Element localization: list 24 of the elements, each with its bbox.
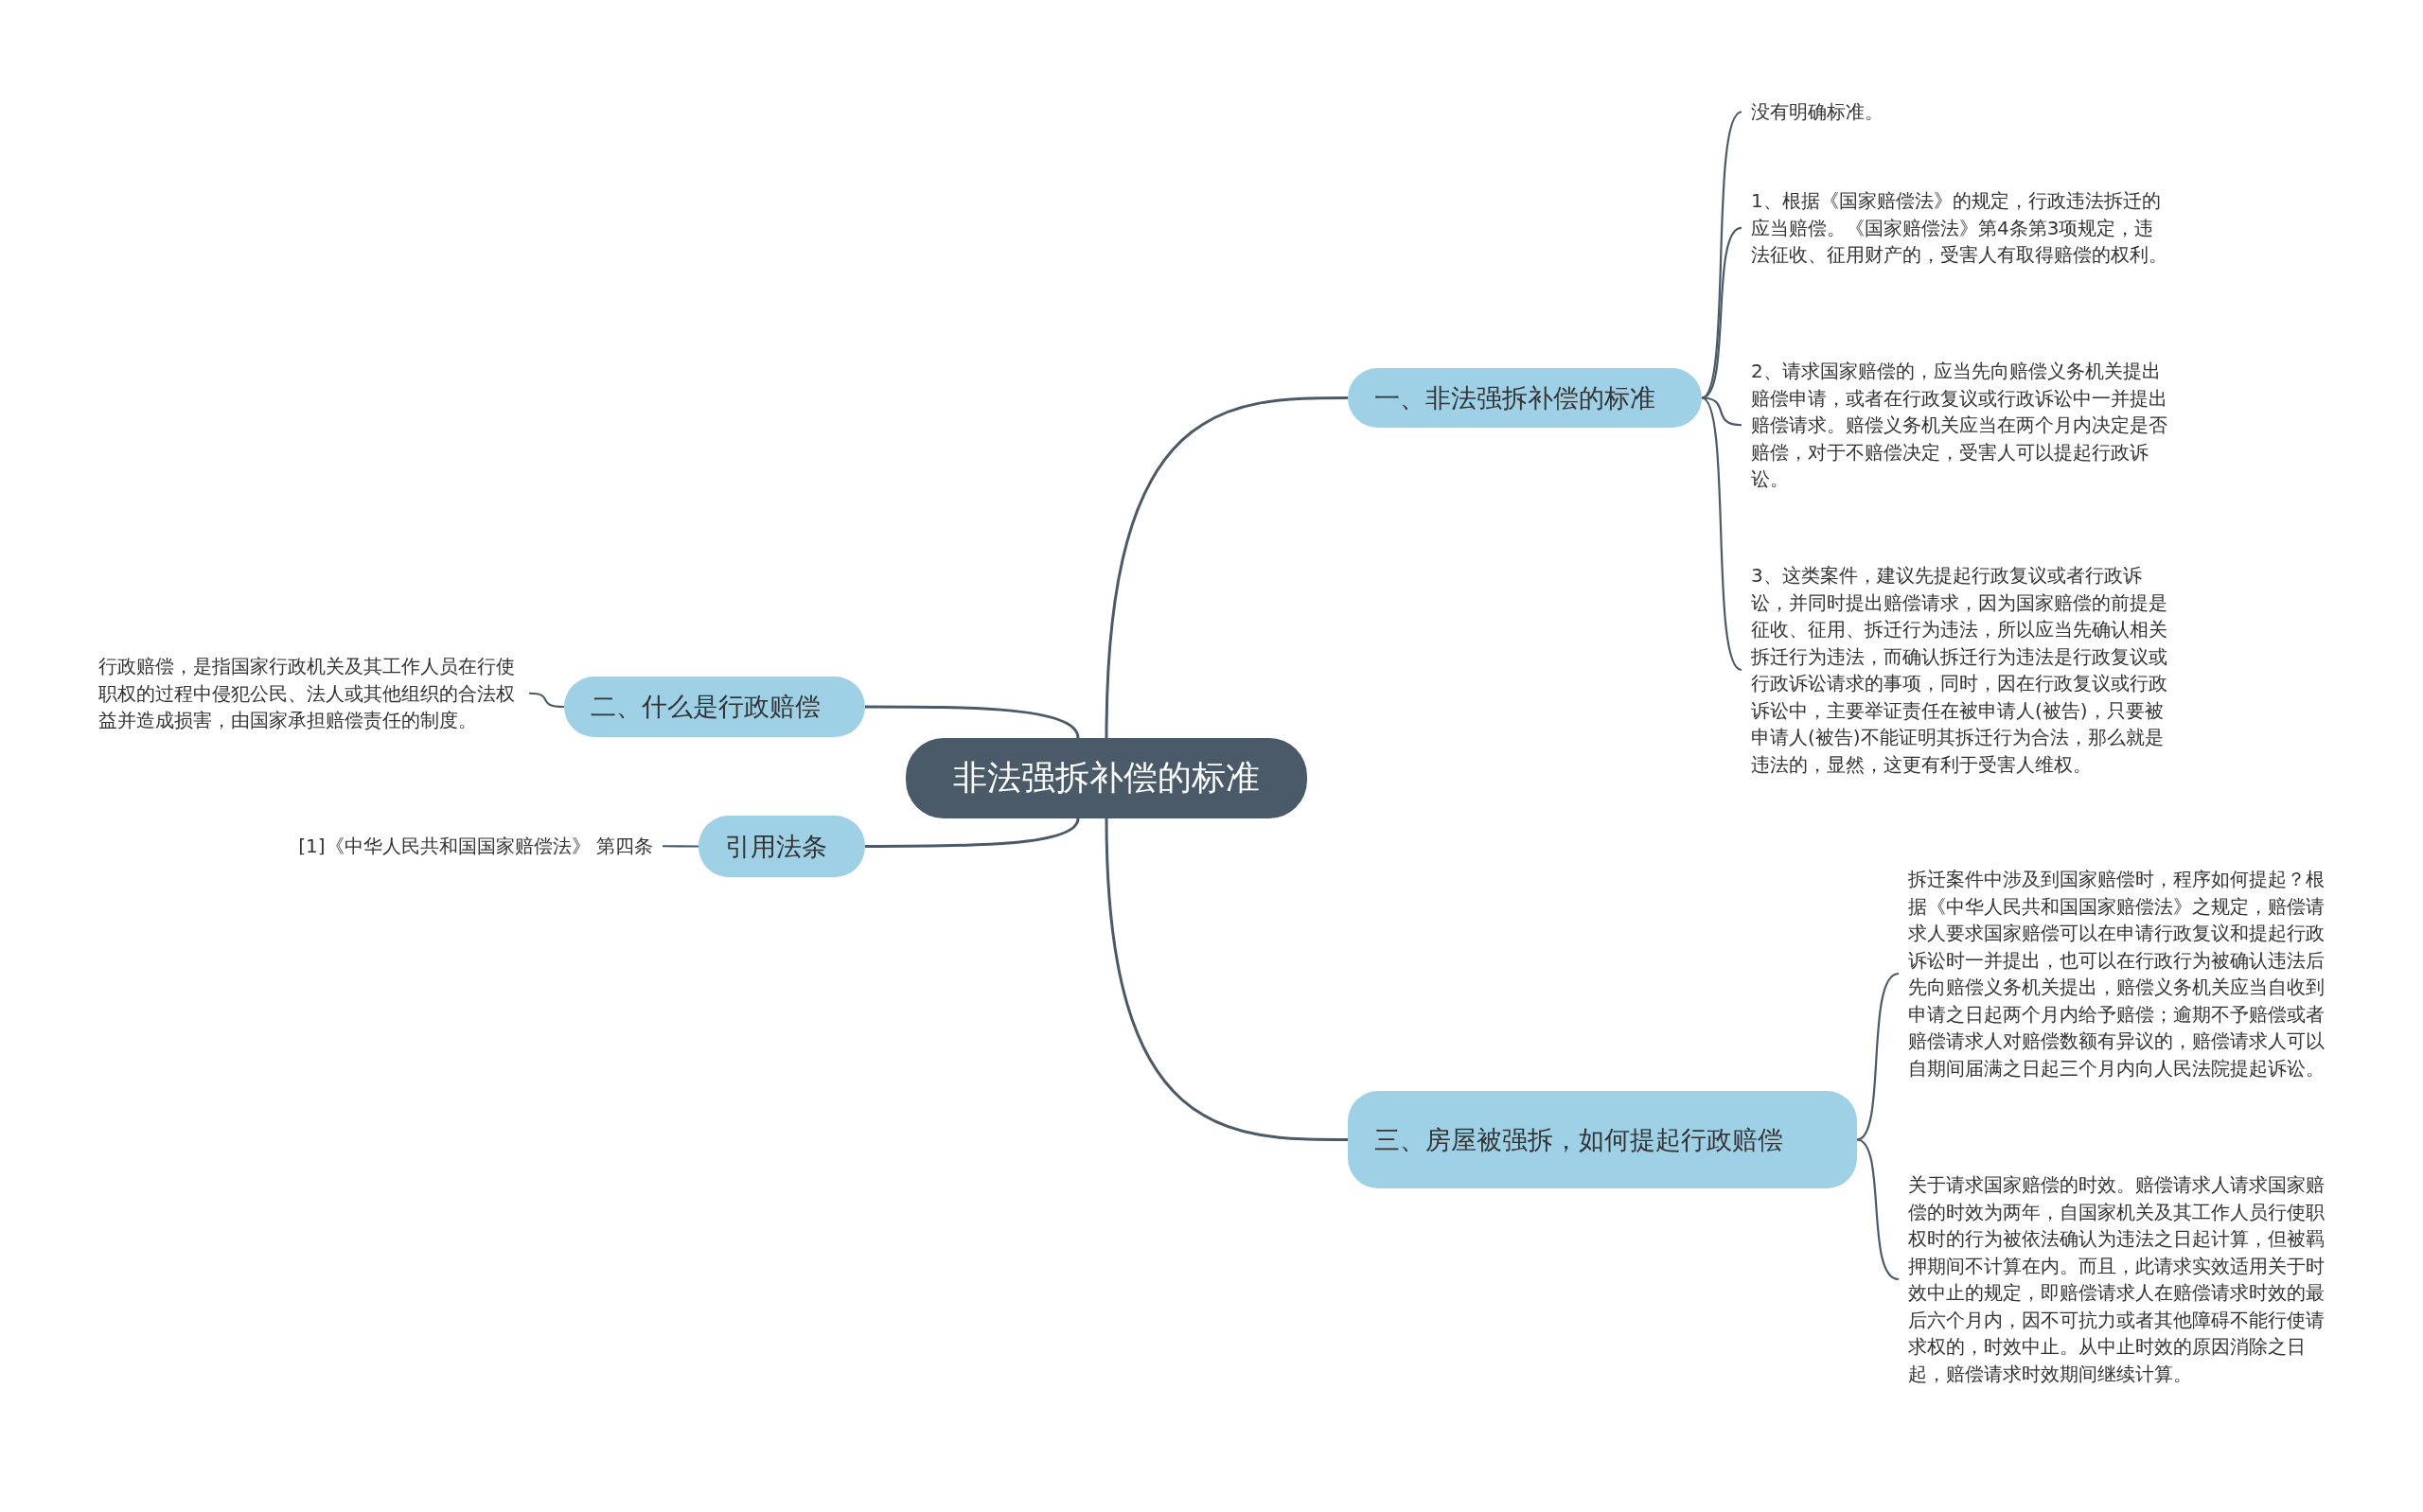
- note-text: 没有明确标准。: [1751, 98, 2167, 126]
- note-text: 2、请求国家赔偿的，应当先向赔偿义务机关提出赔偿申请，或者在行政复议或行政诉讼中一并提出赔偿请求。赔偿义务机关应当在两个月内决定是否赔偿，对于不赔偿决定，受害人可以提起行政诉讼。: [1751, 358, 2167, 493]
- note-text: 关于请求国家赔偿的时效。赔偿请求人请求国家赔偿的时效为两年，自国家机关及其工作人员行使职权时的行为被依法确认为违法之日起计算，但被羁押期间不计算在内。而且，此请求实效适用关于时效中止的规定，即赔偿请求人在赔偿请求时效的最后六个月内，因不可抗力或者其他障碍不能行使请求权的，时效中止。从中止时效的原因消除之日起，赔偿请求时效期间继续计算。: [1908, 1171, 2329, 1387]
- connector-line: [1856, 1138, 1900, 1281]
- topic-box: 三、房屋被强拆，如何提起行政赔偿: [1348, 1091, 1857, 1188]
- topic-box: 一、非法强拆补偿的标准: [1348, 368, 1702, 428]
- note-text: 3、这类案件，建议先提起行政复议或者行政诉讼，并同时提出赔偿请求，因为国家赔偿的前提是征收、征用、拆迁行为违法，所以应当先确认相关拆迁行为违法，而确认拆迁行为违法是行政复议或行政诉讼请求的事项，同时，因在行政复议或行政诉讼中，主要举证责任在被申请人(被告)，只要被申请人(被告)不能证明其拆迁行为合法，那么就是违法的，显然，这更有利于受害人维权。: [1751, 562, 2167, 778]
- note-text: 行政赔偿，是指国家行政机关及其工作人员在行使职权的过程中侵犯公民、法人或其他组织的合法权益并造成损害，由国家承担赔偿责任的制度。: [98, 653, 520, 734]
- connector-line: [1105, 818, 1348, 1141]
- connector-line: [528, 692, 565, 709]
- connector-line: [1701, 226, 1742, 399]
- connector-line: [1701, 111, 1742, 399]
- connector-line: [1701, 396, 1742, 671]
- note-text: 1、根据《国家赔偿法》的规定，行政违法拆迁的应当赔偿。《国家赔偿法》第4条第3项规定，违法征收、征用财产的，受害人有取得赔偿的权利。: [1751, 187, 2167, 269]
- connector-line: [1856, 973, 1900, 1141]
- connector-line: [1105, 396, 1348, 739]
- topic-box: 引用法条: [699, 816, 865, 877]
- central-topic-box: 非法强拆补偿的标准: [906, 738, 1307, 818]
- connector-line: [663, 845, 699, 848]
- connector-line: [865, 818, 1080, 848]
- note-text: [1]《中华人民共和国国家赔偿法》 第四条: [298, 833, 653, 860]
- topic-box: 二、什么是行政赔偿: [564, 677, 865, 737]
- connector-line: [865, 705, 1080, 739]
- note-text: 拆迁案件中涉及到国家赔偿时，程序如何提起？根据《中华人民共和国国家赔偿法》之规定，赔偿请求人要求国家赔偿可以在申请行政复议和提起行政诉讼时一并提出，也可以在行政行为被确认违法后先向赔偿义务机关提出，赔偿义务机关应当自收到申请之日起两个月内给予赔偿；逾期不予赔偿或者赔偿请求人对赔偿数额有异议的，赔偿请求人可以自期间届满之日起三个月内向人民法院提起诉讼。: [1908, 866, 2329, 1081]
